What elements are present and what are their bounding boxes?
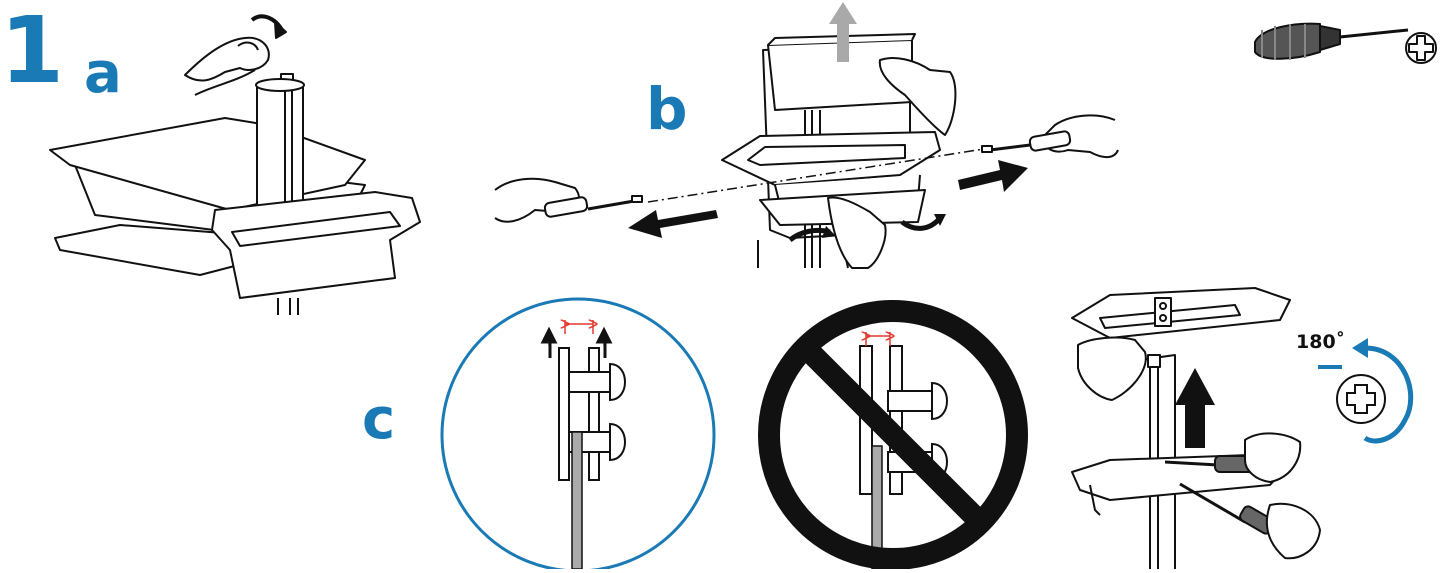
rotate-180-icon (1318, 338, 1414, 444)
panel-b-right-arrow (958, 160, 1028, 192)
panel-b-curve-arrow-right (900, 216, 942, 231)
panel-c-correct-detail (440, 297, 716, 573)
rotation-degree-label: 180˚ (1296, 331, 1346, 353)
panel-b-left-arrow (628, 210, 718, 238)
panel-b-column-illustration (647, 33, 991, 269)
panel-label-b: b (646, 75, 688, 143)
panel-c-lift-arrow (1175, 368, 1215, 448)
panel-b-lift-arrow (829, 2, 857, 62)
panel-a-cart-illustration (49, 73, 421, 315)
panel-c-handle-illustration (1071, 287, 1321, 569)
panel-label-c: c (362, 387, 396, 452)
panel-label-a: a (84, 41, 122, 106)
panel-a-hand (184, 14, 287, 96)
panel-b-hands-and-screwdrivers (494, 57, 1119, 269)
step-number: 1 (0, 0, 65, 104)
panel-c-incorrect-detail (758, 300, 1028, 570)
phillips-screwdriver-icon (1254, 22, 1437, 64)
